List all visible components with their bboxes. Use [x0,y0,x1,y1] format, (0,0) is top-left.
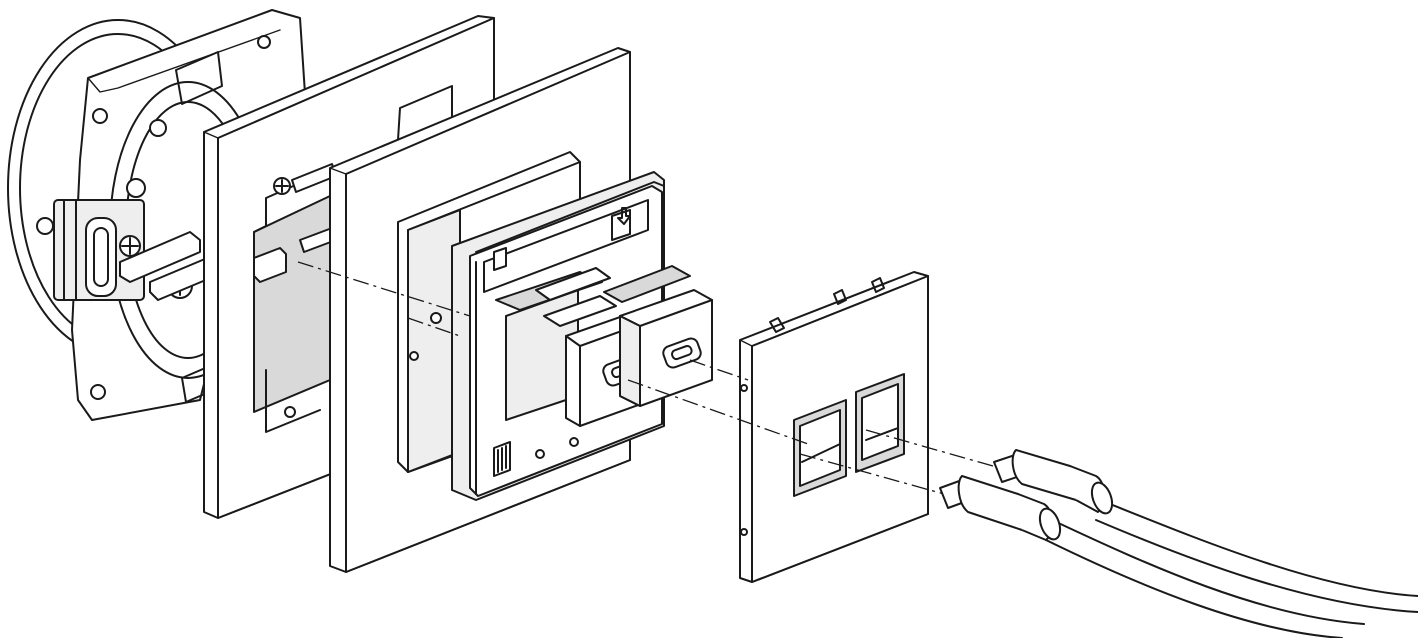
usb-c-module [451,171,713,501]
usb-c-socket-right [603,265,713,407]
alignment-lines [297,261,1001,495]
usb-c-plug-front [939,475,1062,541]
usb-c-plug-back [993,449,1114,515]
cover-plate [739,271,929,583]
usb-c-cables [939,449,1418,638]
